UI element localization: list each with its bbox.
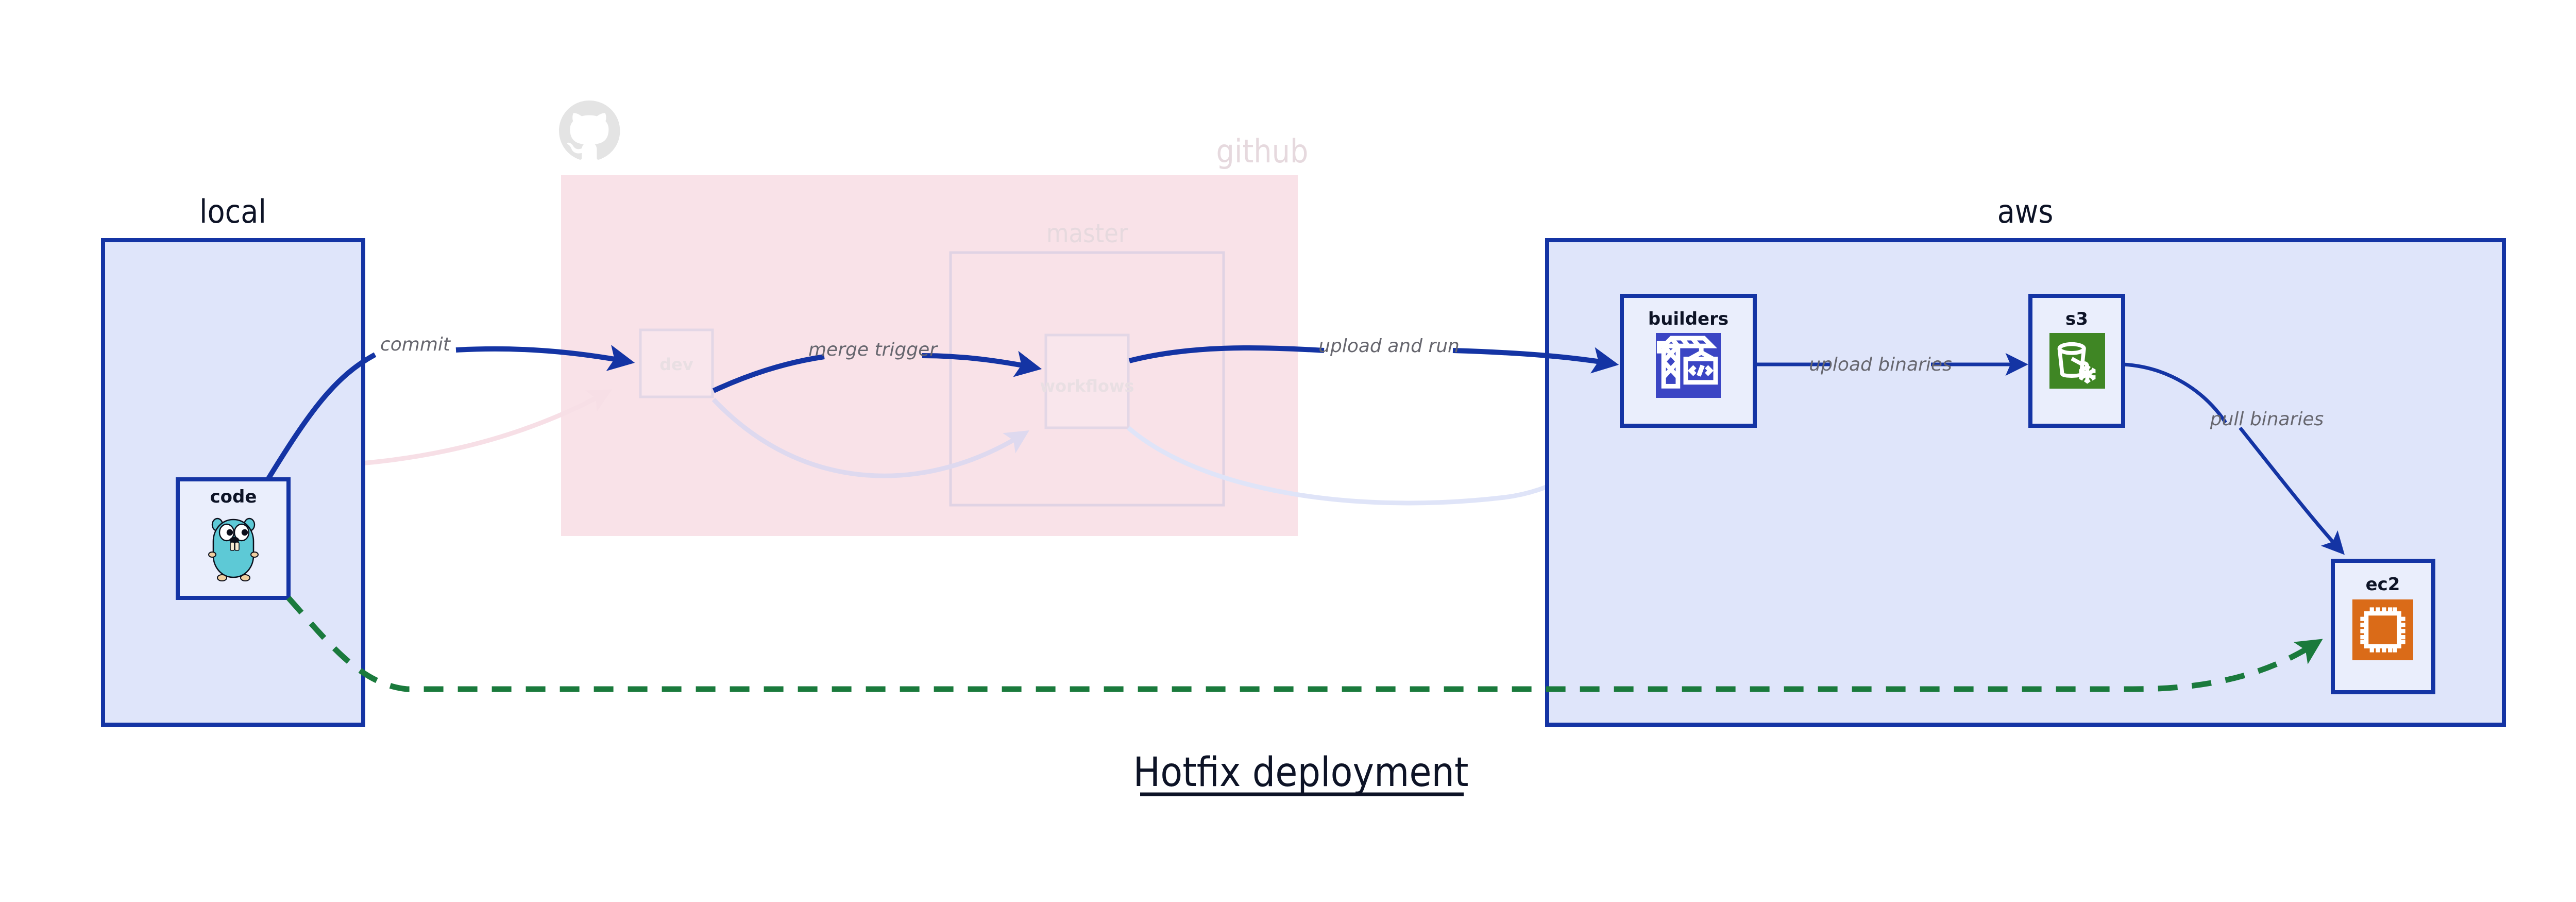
cluster-label-aws: aws	[1997, 193, 2054, 230]
edge-upload-run-head	[1452, 347, 1619, 374]
edge-merge-head	[922, 350, 1042, 377]
node-label-workflows: workflows	[1040, 376, 1134, 396]
subcluster-master-box	[949, 251, 1225, 507]
cluster-label-github: github	[1216, 132, 1309, 170]
node-dev-box[interactable]	[639, 328, 714, 398]
cluster-github: github master dev workflows	[559, 101, 1308, 536]
node-label-ec2: ec2	[2366, 574, 2400, 595]
aws-ec2-chip-icon	[2352, 599, 2413, 660]
diagram-caption: Hotfix deployment	[1133, 749, 1468, 796]
cluster-local: local code	[101, 193, 365, 727]
edge-label-pull-binaries: pull binaries	[2210, 409, 2324, 430]
cluster-aws: aws builders	[1545, 193, 2506, 727]
edge-pull-binaries-head	[2239, 426, 2345, 555]
github-octocat-icon	[559, 101, 620, 160]
edge-label-merge-trigger: merge trigger	[808, 339, 938, 360]
node-s3-box[interactable]	[2028, 294, 2125, 428]
node-label-dev: dev	[659, 355, 693, 374]
edge-merge-tail	[712, 354, 825, 393]
edge-label-upload-binaries: upload binaries	[1809, 354, 1952, 375]
edge-upload-run-tail	[1128, 345, 1325, 363]
edge-commit-head	[455, 345, 635, 371]
node-workflows-box[interactable]	[1044, 333, 1130, 429]
aws-codebuild-icon	[1656, 333, 1721, 398]
node-label-builders: builders	[1648, 309, 1728, 329]
edge-group-solid: commit merge trigger upload and run uplo…	[265, 334, 2345, 692]
edge-faded-return-b	[711, 397, 1029, 478]
edge-label-upload-and-run: upload and run	[1318, 336, 1460, 357]
aws-s3-glacier-icon	[2049, 333, 2105, 389]
cluster-label-local: local	[199, 193, 266, 230]
node-label-s3: s3	[2065, 309, 2088, 329]
diagram-caption-group: Hotfix deployment	[1133, 749, 1469, 796]
go-gopher-icon	[208, 517, 259, 581]
node-label-code: code	[210, 487, 257, 507]
subcluster-label-master: master	[1046, 219, 1128, 248]
edge-pull-binaries-tail	[2123, 362, 2227, 424]
edge-hotfix-direct	[286, 596, 2323, 692]
edge-label-commit: commit	[380, 334, 451, 355]
edge-commit-tail	[265, 352, 377, 481]
